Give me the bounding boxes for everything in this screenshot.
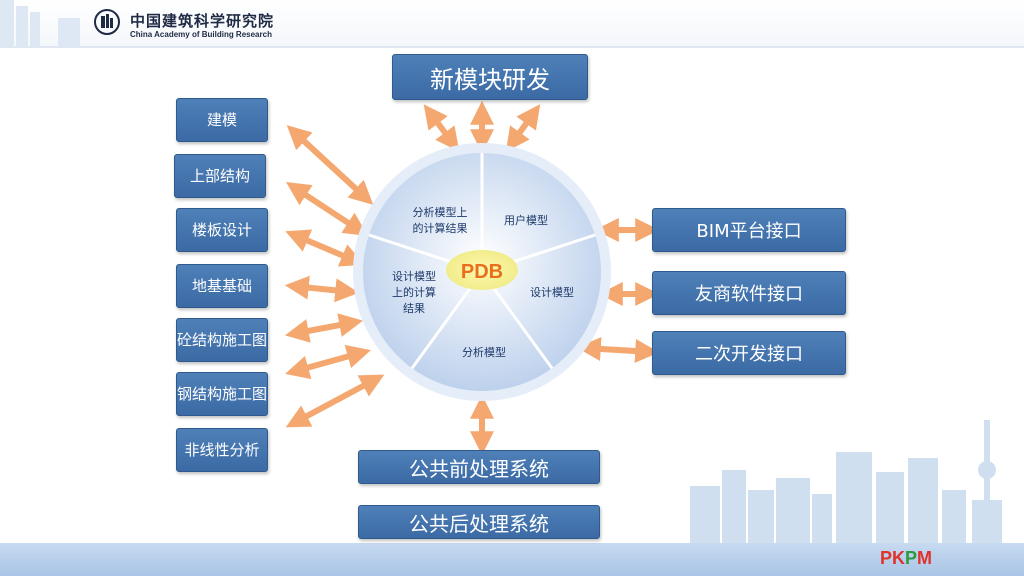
segment-analysis-model: 分析模型 — [462, 345, 506, 359]
segment-design-results-line2: 上的计算 — [392, 285, 436, 299]
org-name-cn: 中国建筑科学研究院 — [130, 12, 275, 30]
segment-design-results-line3: 结果 — [403, 302, 425, 315]
header-bar: 中国建筑科学研究院 China Academy of Building Rese… — [0, 0, 1024, 48]
segment-design-model: 设计模型 — [530, 285, 574, 299]
arrow-left-6 — [285, 344, 371, 380]
arrow-left-7 — [285, 374, 385, 428]
segment-analysis-results-line2: 的计算结果 — [413, 221, 468, 235]
pdb-center — [446, 250, 518, 290]
bottom-box-preprocess: 公共前处理系统 — [358, 450, 600, 484]
left-box-concrete-drawings: 砼结构施工图 — [176, 318, 268, 362]
segment-analysis-results-line1: 分析模型上 — [413, 205, 468, 219]
arrow-top-right — [505, 104, 541, 152]
arrow-left-1 — [286, 125, 374, 205]
left-box-modeling: 建模 — [176, 98, 268, 142]
pkpm-logo: PKPM — [880, 548, 932, 569]
pkpm-logo-mid: P — [905, 548, 918, 568]
left-box-steel-drawings: 钢结构施工图 — [176, 372, 268, 416]
right-box-bim: BIM平台接口 — [652, 208, 846, 252]
org-logo-icon — [94, 9, 120, 35]
left-box-nonlinear: 非线性分析 — [176, 428, 268, 472]
arrow-left-4 — [284, 275, 360, 303]
arrow-left-3 — [285, 229, 365, 267]
pkpm-logo-right: M — [917, 548, 933, 568]
segment-design-results-line1: 设计模型 — [392, 269, 436, 283]
arrow-top-left — [423, 104, 460, 152]
org-name-en: China Academy of Building Research — [130, 30, 272, 39]
arrow-right-3 — [576, 337, 660, 363]
right-box-partner: 友商软件接口 — [652, 271, 846, 315]
wheel-ring — [353, 143, 611, 401]
right-box-secondary-dev: 二次开发接口 — [652, 331, 846, 375]
pdb-label: PDB — [461, 261, 503, 283]
pkpm-logo-left: PK — [880, 548, 906, 568]
new-module-box: 新模块研发 — [392, 54, 588, 100]
left-box-foundation: 地基基础 — [176, 264, 268, 308]
bottom-strip — [0, 543, 1024, 576]
left-box-superstructure: 上部结构 — [174, 154, 266, 198]
bottom-box-postprocess: 公共后处理系统 — [358, 505, 600, 539]
arrow-left-2 — [285, 182, 369, 236]
segment-user-model: 用户模型 — [504, 213, 548, 227]
arrow-left-5 — [284, 313, 364, 343]
left-box-slab-design: 楼板设计 — [176, 208, 268, 252]
